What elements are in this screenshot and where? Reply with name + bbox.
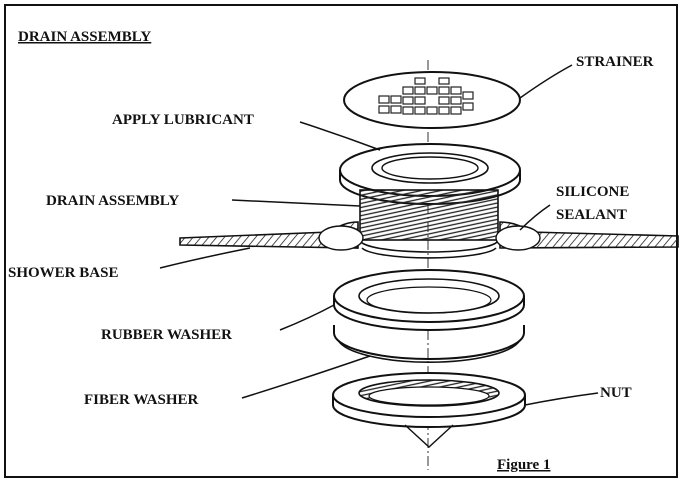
label-rubber-washer: RUBBER WASHER [101, 327, 232, 343]
drain-thread-body [359, 189, 499, 253]
leader-nut [524, 392, 599, 406]
shower-base-plate [179, 221, 679, 259]
label-silicone-line2: SEALANT [556, 207, 627, 223]
leader-drain-assembly [231, 199, 361, 207]
leader-rubber-washer [279, 304, 335, 331]
label-silicone-line1: SILICONE [556, 184, 629, 200]
leader-apply-lubricant [299, 121, 381, 151]
leader-shower-base [159, 247, 251, 269]
diagram-title: DRAIN ASSEMBLY [18, 29, 151, 45]
rubber-washer-part [333, 269, 525, 331]
label-nut: NUT [600, 385, 632, 401]
figure-caption: Figure 1 [497, 457, 550, 473]
leader-strainer [519, 64, 573, 99]
label-fiber-washer: FIBER WASHER [84, 392, 199, 408]
label-shower-base: SHOWER BASE [8, 265, 118, 281]
nut-part [332, 372, 526, 448]
leader-silicone-sealant [519, 204, 551, 231]
fiber-washer-part [333, 325, 525, 363]
leader-fiber-washer [241, 355, 371, 399]
label-apply-lubricant: APPLY LUBRICANT [112, 112, 254, 128]
strainer-part [343, 71, 521, 129]
leader-lines [159, 64, 599, 406]
label-drain-assembly: DRAIN ASSEMBLY [46, 193, 179, 209]
label-strainer: STRAINER [576, 54, 654, 70]
drain-flange [339, 143, 521, 205]
